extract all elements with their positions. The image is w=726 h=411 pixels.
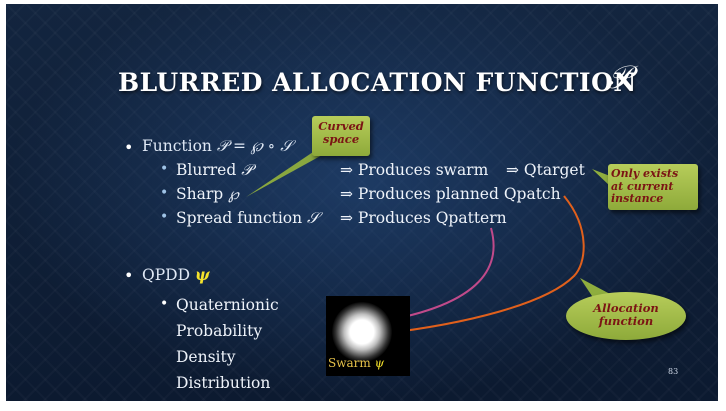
function-line: Function 𝒫 = ℘ ∘ 𝒮 [142, 137, 292, 156]
row-result: ⇒ Produces planned Qpatch [340, 185, 561, 203]
callout-line: Curved [318, 119, 364, 133]
qpdd-symbol: ψ [194, 265, 210, 284]
swarm-caption: Swarm ψ [328, 356, 384, 370]
qpdd-label: QPDD [142, 266, 190, 284]
row-label: Spread function [176, 209, 303, 227]
row-result: ⇒ Produces Qpattern [340, 209, 507, 227]
function-label: Function [142, 137, 212, 155]
swarm-label: Swarm [328, 356, 371, 370]
row-blurred: Blurred 𝒫 [176, 161, 252, 180]
callout-line: at current [611, 179, 674, 193]
callout-line: Only exists [611, 167, 679, 180]
callout-curved-space: Curved space [312, 116, 370, 156]
callout-line: instance [611, 192, 664, 205]
qpatch-arrow [376, 195, 585, 341]
qpdd-line-2: Probability [176, 322, 263, 340]
curved-space-pointer [246, 142, 328, 197]
sub-bullet-dot: • [160, 185, 169, 201]
callout-only-exists: Only exists at current instance [608, 164, 698, 210]
only-exists-pointer [592, 169, 610, 186]
sub-bullet-dot: • [160, 296, 169, 312]
row-result: ⇒ Produces swarm [340, 161, 489, 179]
qpdd-line: QPDD ψ [142, 265, 210, 284]
callout-line: Allocation [593, 301, 659, 315]
sub-bullet-dot: • [160, 209, 169, 225]
callout-allocation-function: Allocation function [566, 292, 686, 340]
row-sharp: Sharp ℘ [176, 185, 239, 203]
qpattern-arrow [374, 227, 495, 328]
slide: BLURRED ALLOCATION FUNCTION 𝒫 • Function… [6, 4, 718, 401]
swarm-image [326, 296, 410, 376]
callout-line: space [322, 132, 360, 146]
callout-line: function [598, 314, 654, 328]
row-label: Blurred [176, 161, 237, 179]
slide-title: BLURRED ALLOCATION FUNCTION [118, 68, 637, 97]
qpdd-line-1: Quaternionic [176, 296, 279, 314]
row-label: Sharp [176, 185, 224, 203]
row-spread: Spread function 𝒮 [176, 209, 319, 228]
swarm-glow [332, 302, 392, 362]
row-symbol: 𝒫 [241, 161, 253, 179]
bullet-dot: • [124, 138, 134, 157]
row-symbol: 𝒮 [307, 209, 320, 227]
row-extra: ⇒ Qtarget [506, 161, 585, 179]
qpdd-line-4: Distribution [176, 374, 271, 392]
arrows-layer [246, 142, 610, 341]
swarm-symbol: ψ [374, 356, 385, 370]
qpdd-line-3: Density [176, 348, 236, 366]
bullet-dot: • [124, 266, 134, 285]
sub-bullet-dot: • [160, 161, 169, 177]
row-symbol: ℘ [228, 185, 239, 203]
function-formula: 𝒫 = ℘ ∘ 𝒮 [216, 137, 293, 155]
title-symbol: 𝒫 [607, 58, 631, 96]
slide-number: 83 [668, 367, 679, 376]
